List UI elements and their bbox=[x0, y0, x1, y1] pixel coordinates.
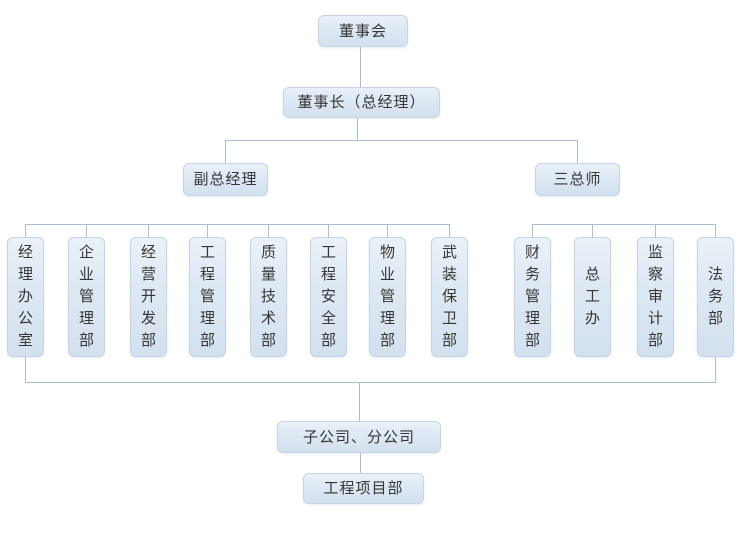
connector-drop-right-dept-1 bbox=[532, 224, 533, 237]
connector-drop-right-dept-4 bbox=[715, 224, 716, 237]
connector-drop-left-dept-1 bbox=[25, 224, 26, 237]
org-node-left-dept-1-label: 经理办公室 bbox=[18, 244, 34, 349]
connector-drop-left-dept-3 bbox=[148, 224, 149, 237]
org-node-right-dept-2: 总工办 bbox=[574, 237, 611, 357]
org-node-deputy-gm: 副总经理 bbox=[183, 163, 268, 196]
org-node-right-dept-1-label: 财务管理部 bbox=[525, 244, 541, 349]
org-node-chairman-label: 董事长（总经理） bbox=[297, 94, 426, 111]
org-node-board: 董事会 bbox=[318, 15, 408, 47]
org-node-left-dept-1: 经理办公室 bbox=[7, 237, 44, 357]
org-node-left-dept-2-label: 企业管理部 bbox=[79, 244, 95, 349]
connector-right-group-branch bbox=[532, 224, 716, 225]
connector-drop-left-dept-4 bbox=[207, 224, 208, 237]
org-node-left-dept-6: 工程安全部 bbox=[310, 237, 347, 357]
connector-drop-left-dept-7 bbox=[387, 224, 388, 237]
org-node-project-dept: 工程项目部 bbox=[303, 473, 424, 504]
org-node-right-dept-2-label: 总工办 bbox=[585, 266, 601, 327]
connector-drop-right-dept-2 bbox=[592, 224, 593, 237]
org-node-right-dept-4-label: 法务部 bbox=[708, 266, 724, 327]
connector-left-group-branch bbox=[25, 224, 450, 225]
connector-drop-three-chiefs bbox=[577, 140, 578, 163]
org-node-subsidiaries: 子公司、分公司 bbox=[277, 421, 441, 453]
connector-subsidiaries-to-project bbox=[360, 453, 361, 473]
connector-bottom-rail bbox=[25, 382, 716, 383]
org-node-right-dept-1: 财务管理部 bbox=[514, 237, 551, 357]
connector-drop-left-dept-8 bbox=[449, 224, 450, 237]
org-node-left-dept-5-label: 质量技术部 bbox=[261, 244, 277, 349]
org-node-project-dept-label: 工程项目部 bbox=[323, 480, 404, 497]
connector-right-end-down bbox=[715, 357, 716, 382]
org-node-board-label: 董事会 bbox=[338, 22, 387, 40]
org-node-three-chiefs: 三总师 bbox=[535, 163, 620, 196]
org-node-chairman: 董事长（总经理） bbox=[283, 87, 440, 118]
org-node-left-dept-3: 经营开发部 bbox=[130, 237, 167, 357]
org-node-left-dept-4-label: 工程管理部 bbox=[200, 244, 216, 349]
org-node-left-dept-3-label: 经营开发部 bbox=[141, 244, 157, 349]
connector-level3-branch bbox=[225, 140, 578, 141]
org-node-right-dept-4: 法务部 bbox=[697, 237, 734, 357]
org-node-left-dept-2: 企业管理部 bbox=[68, 237, 105, 357]
connector-drop-left-dept-2 bbox=[86, 224, 87, 237]
org-node-left-dept-4: 工程管理部 bbox=[189, 237, 226, 357]
connector-drop-left-dept-6 bbox=[328, 224, 329, 237]
org-node-left-dept-7-label: 物业管理部 bbox=[380, 244, 396, 349]
org-node-three-chiefs-label: 三总师 bbox=[553, 171, 602, 188]
org-node-subsidiaries-label: 子公司、分公司 bbox=[302, 428, 415, 446]
connector-chairman-stem bbox=[357, 118, 358, 140]
org-node-left-dept-5: 质量技术部 bbox=[250, 237, 287, 357]
connector-left-end-down bbox=[25, 357, 26, 382]
connector-drop-deputy-gm bbox=[225, 140, 226, 163]
org-node-left-dept-6-label: 工程安全部 bbox=[321, 244, 337, 349]
org-node-left-dept-8-label: 武装保卫部 bbox=[442, 244, 458, 349]
connector-board-to-chairman bbox=[360, 47, 361, 87]
connector-drop-subsidiaries bbox=[359, 382, 360, 421]
connector-drop-left-dept-5 bbox=[268, 224, 269, 237]
connector-drop-right-dept-3 bbox=[655, 224, 656, 237]
org-node-left-dept-8: 武装保卫部 bbox=[431, 237, 468, 357]
org-node-deputy-gm-label: 副总经理 bbox=[193, 171, 258, 188]
org-node-left-dept-7: 物业管理部 bbox=[369, 237, 406, 357]
org-node-right-dept-3: 监察审计部 bbox=[637, 237, 674, 357]
org-node-right-dept-3-label: 监察审计部 bbox=[648, 244, 664, 349]
